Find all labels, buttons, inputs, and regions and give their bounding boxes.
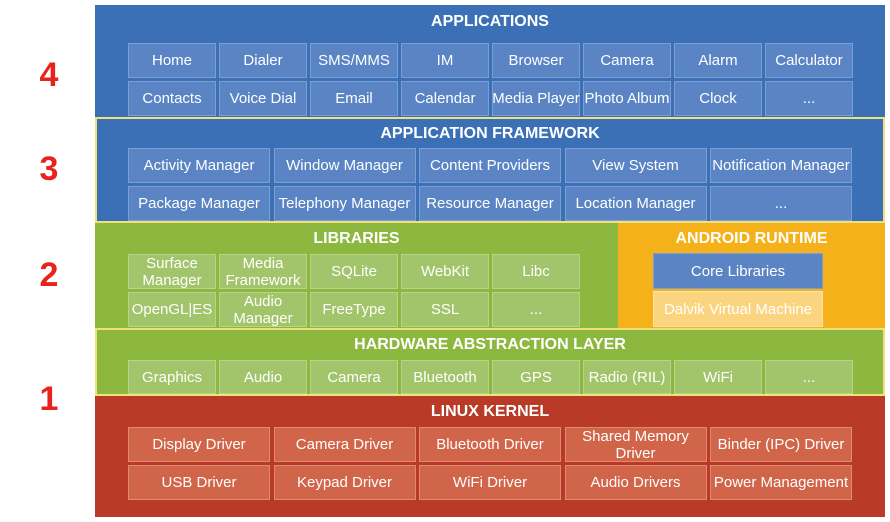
app-item: Clock: [674, 81, 762, 116]
framework-item: Content Providers: [419, 148, 561, 183]
hal-title: HARDWARE ABSTRACTION LAYER: [354, 336, 626, 353]
core-libraries-box: Core Libraries: [653, 253, 823, 289]
app-item: Browser: [492, 43, 580, 78]
app-item: Media Player: [492, 81, 580, 116]
framework-item: Package Manager: [128, 186, 270, 221]
hal-item: GPS: [492, 360, 580, 394]
library-item: WebKit: [401, 254, 489, 289]
framework-item: Telephony Manager: [273, 186, 416, 221]
library-item: SQLite: [310, 254, 398, 289]
layer-number-4: 4: [39, 56, 59, 94]
layer-number-2: 2: [39, 256, 59, 294]
kernel-driver: WiFi Driver: [419, 465, 561, 500]
libraries-title: LIBRARIES: [313, 230, 400, 247]
kernel-driver: Binder (IPC) Driver: [710, 427, 852, 462]
framework-title: APPLICATION FRAMEWORK: [380, 125, 600, 142]
app-item: Calculator: [765, 43, 853, 78]
library-item: OpenGL|ES: [128, 292, 216, 327]
hal-item: Radio (RIL): [583, 360, 671, 394]
framework-item: Window Manager: [273, 148, 416, 183]
app-item: Email: [310, 81, 398, 116]
library-item: ...: [492, 292, 580, 327]
framework-item: Location Manager: [564, 186, 707, 221]
kernel-driver: Camera Driver: [273, 427, 416, 462]
framework-item: View System: [564, 148, 707, 183]
app-item: ...: [765, 81, 853, 116]
kernel-driver: Power Management: [710, 465, 852, 500]
hal-item: Bluetooth: [401, 360, 489, 394]
library-item: Libc: [492, 254, 580, 289]
app-item: Alarm: [674, 43, 762, 78]
layer-number-3: 3: [39, 150, 59, 188]
library-item: Media Framework: [219, 254, 307, 289]
app-item: Voice Dial: [219, 81, 307, 116]
layer-number-1: 1: [39, 380, 59, 418]
kernel-driver: USB Driver: [128, 465, 270, 500]
kernel-driver: Keypad Driver: [273, 465, 416, 500]
library-item: Audio Manager: [219, 292, 307, 327]
library-item: FreeType: [310, 292, 398, 327]
hal-item: Graphics: [128, 360, 216, 394]
framework-item: Notification Manager: [710, 148, 852, 183]
app-item: Home: [128, 43, 216, 78]
kernel-title: LINUX KERNEL: [430, 403, 550, 420]
applications-title: APPLICATIONS: [431, 13, 549, 30]
hal-item: WiFi: [674, 360, 762, 394]
app-item: Dialer: [219, 43, 307, 78]
kernel-driver: Shared Memory Driver: [564, 427, 707, 462]
library-item: SSL: [401, 292, 489, 327]
runtime-layer: ANDROID RUNTIME Core Libraries Dalvik Vi…: [618, 223, 885, 328]
kernel-driver: Audio Drivers: [564, 465, 707, 500]
hal-item: ...: [765, 360, 853, 394]
app-item: Contacts: [128, 81, 216, 116]
app-item: Photo Album: [583, 81, 671, 116]
hal-item: Audio: [219, 360, 307, 394]
framework-item: Activity Manager: [128, 148, 270, 183]
app-item: Camera: [583, 43, 671, 78]
hal-item: Camera: [310, 360, 398, 394]
app-item: Calendar: [401, 81, 489, 116]
app-item: IM: [401, 43, 489, 78]
framework-item: Resource Manager: [419, 186, 561, 221]
app-item: SMS/MMS: [310, 43, 398, 78]
library-item: Surface Manager: [128, 254, 216, 289]
framework-item: ...: [710, 186, 852, 221]
kernel-driver: Display Driver: [128, 427, 270, 462]
kernel-driver: Bluetooth Driver: [419, 427, 561, 462]
runtime-title: ANDROID RUNTIME: [675, 230, 828, 247]
dalvik-vm-box: Dalvik Virtual Machine: [653, 291, 823, 327]
